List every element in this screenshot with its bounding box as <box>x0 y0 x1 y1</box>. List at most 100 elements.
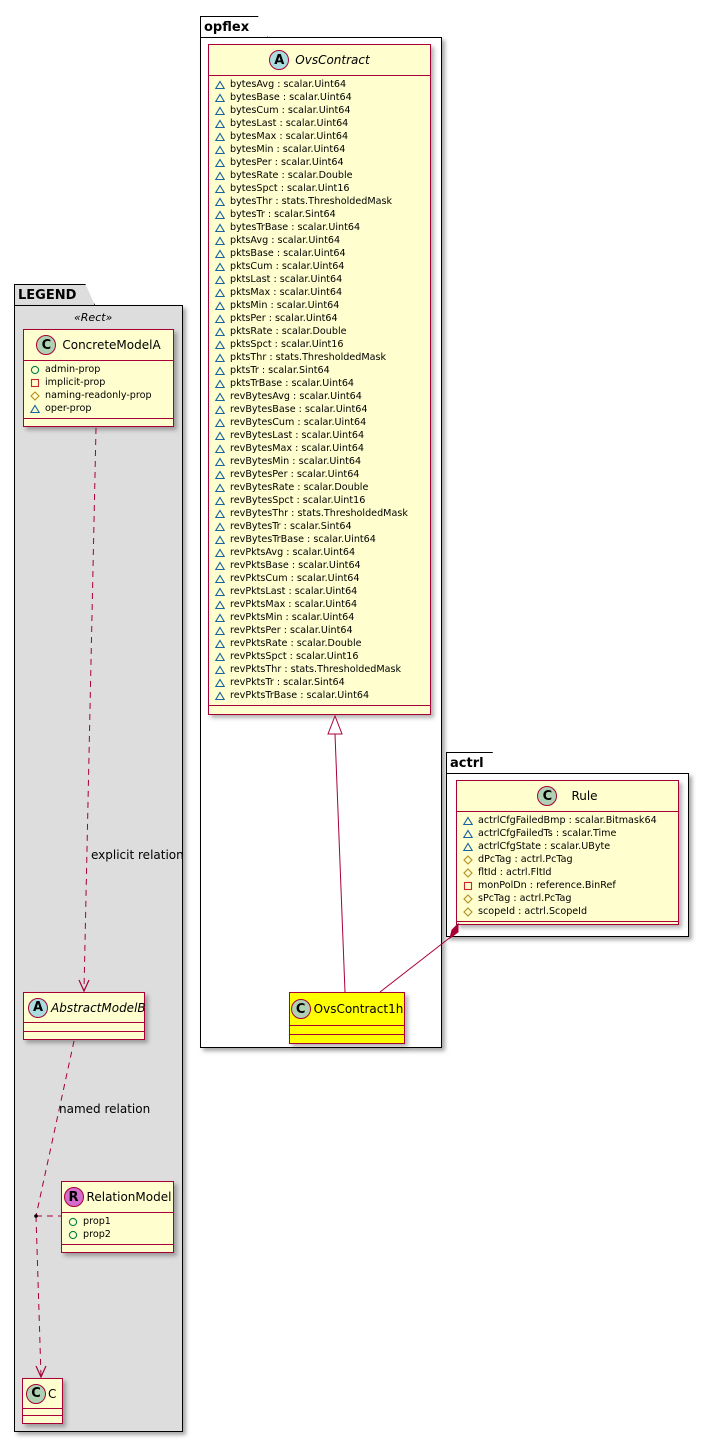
attribute-row: pktsTr : scalar.Sint64 <box>215 364 426 377</box>
attribute-text: revPktsAvg : scalar.Uint64 <box>230 547 356 558</box>
package-private-triangle-icon <box>215 351 227 364</box>
attribute-text: revBytesMax : scalar.Uint64 <box>230 443 364 454</box>
attribute-text: pktsBase : scalar.Uint64 <box>230 248 346 259</box>
attribute-text: bytesCum : scalar.Uint64 <box>230 105 351 116</box>
attribute-row: revBytesAvg : scalar.Uint64 <box>215 390 426 403</box>
attribute-text: monPolDn : reference.BinRef <box>478 880 616 891</box>
private-square-icon <box>30 376 42 389</box>
attribute-text: revBytesThr : stats.ThresholdedMask <box>230 508 408 519</box>
protected-diamond-icon <box>463 853 475 866</box>
protected-diamond-icon <box>30 389 42 402</box>
class-ovs-contract-1h[interactable]: C OvsContract1h <box>289 992 405 1044</box>
class-icon: C <box>537 786 558 806</box>
package-private-triangle-icon <box>215 78 227 91</box>
attribute-row: revBytesCum : scalar.Uint64 <box>215 416 426 429</box>
class-header: C Rule <box>457 781 678 812</box>
attribute-row: bytesSpct : scalar.Uint16 <box>215 182 426 195</box>
attribute-text: revPktsTrBase : scalar.Uint64 <box>230 690 370 701</box>
attribute-list: prop1 prop2 <box>62 1213 173 1245</box>
package-private-triangle-icon <box>215 221 227 234</box>
attribute-text: prop2 <box>83 1229 111 1240</box>
package-private-triangle-icon <box>463 840 475 853</box>
attribute-row: pktsBase : scalar.Uint64 <box>215 247 426 260</box>
attribute-text: bytesBase : scalar.Uint64 <box>230 92 352 103</box>
package-private-triangle-icon <box>215 195 227 208</box>
attribute-row: revPktsPer : scalar.Uint64 <box>215 624 426 637</box>
attribute-row: bytesLast : scalar.Uint64 <box>215 117 426 130</box>
class-name: AbstractModelB <box>51 1000 146 1015</box>
attribute-text: revBytesTrBase : scalar.Uint64 <box>230 534 376 545</box>
method-list <box>209 706 430 714</box>
relation-class-icon: R <box>63 1187 84 1207</box>
package-private-triangle-icon <box>463 814 475 827</box>
attribute-row: revPktsTr : scalar.Sint64 <box>215 676 426 689</box>
package-private-triangle-icon <box>215 559 227 572</box>
attribute-text: naming-readonly-prop <box>45 390 152 401</box>
package-tab: actrl <box>446 752 503 774</box>
public-circle-icon <box>68 1228 80 1241</box>
class-name: Rule <box>571 789 598 803</box>
attribute-row: revBytesLast : scalar.Uint64 <box>215 429 426 442</box>
attribute-row: bytesTrBase : scalar.Uint64 <box>215 221 426 234</box>
package-private-triangle-icon <box>215 637 227 650</box>
method-list <box>290 1035 404 1043</box>
class-name: OvsContract1h <box>313 1002 404 1016</box>
attribute-row: revPktsMax : scalar.Uint64 <box>215 598 426 611</box>
class-rule[interactable]: C Rule actrlCfgFailedBmp : scalar.Bitmas… <box>456 780 679 925</box>
attribute-text: bytesLast : scalar.Uint64 <box>230 118 349 129</box>
attribute-text: bytesTr : scalar.Sint64 <box>230 209 336 220</box>
class-abstract-model-b[interactable]: A AbstractModelB <box>23 992 146 1040</box>
attribute-text: prop1 <box>83 1216 111 1227</box>
attribute-row: revPktsThr : stats.ThresholdedMask <box>215 663 426 676</box>
class-icon: C <box>290 999 311 1019</box>
package-private-triangle-icon <box>215 585 227 598</box>
package-private-triangle-icon <box>30 402 42 415</box>
attribute-row: admin-prop <box>30 363 169 376</box>
method-list <box>457 922 678 930</box>
package-private-triangle-icon <box>215 104 227 117</box>
attribute-row: pktsSpct : scalar.Uint16 <box>215 338 426 351</box>
attribute-row: pktsCum : scalar.Uint64 <box>215 260 426 273</box>
method-list <box>62 1245 173 1253</box>
package-tab: opflex <box>200 16 268 38</box>
attribute-row: bytesTr : scalar.Sint64 <box>215 208 426 221</box>
attribute-text: actrlCfgFailedTs : scalar.Time <box>478 828 617 839</box>
attribute-text: bytesMin : scalar.Uint64 <box>230 144 346 155</box>
package-private-triangle-icon <box>215 91 227 104</box>
attribute-row: bytesMin : scalar.Uint64 <box>215 143 426 156</box>
class-header: A OvsContract <box>209 45 430 76</box>
attribute-text: revPktsRate : scalar.Double <box>230 638 362 649</box>
attribute-row: actrlCfgFailedBmp : scalar.Bitmask64 <box>463 814 674 827</box>
class-name: RelationModel <box>86 1190 172 1204</box>
attribute-text: revBytesTr : scalar.Sint64 <box>230 521 352 532</box>
attribute-row: revBytesSpct : scalar.Uint16 <box>215 494 426 507</box>
package-private-triangle-icon <box>215 130 227 143</box>
attribute-text: pktsTr : scalar.Sint64 <box>230 365 330 376</box>
package-private-triangle-icon <box>215 624 227 637</box>
attribute-row: revPktsSpct : scalar.Uint16 <box>215 650 426 663</box>
package-private-triangle-icon <box>215 117 227 130</box>
attribute-row: revPktsLast : scalar.Uint64 <box>215 585 426 598</box>
attribute-row: pktsPer : scalar.Uint64 <box>215 312 426 325</box>
attribute-row: pktsTrBase : scalar.Uint64 <box>215 377 426 390</box>
attribute-text: revBytesRate : scalar.Double <box>230 482 369 493</box>
attribute-row: bytesBase : scalar.Uint64 <box>215 91 426 104</box>
attribute-text: pktsPer : scalar.Uint64 <box>230 313 338 324</box>
attribute-text: bytesSpct : scalar.Uint16 <box>230 183 350 194</box>
protected-diamond-icon <box>463 866 475 879</box>
attribute-text: revBytesBase : scalar.Uint64 <box>230 404 368 415</box>
attribute-text: revPktsMin : scalar.Uint64 <box>230 612 355 623</box>
attribute-text: revBytesMin : scalar.Uint64 <box>230 456 362 467</box>
attribute-text: bytesRate : scalar.Double <box>230 170 353 181</box>
class-c[interactable]: C C <box>22 1378 63 1424</box>
attribute-text: pktsSpct : scalar.Uint16 <box>230 339 344 350</box>
package-private-triangle-icon <box>215 455 227 468</box>
package-private-triangle-icon <box>215 364 227 377</box>
package-private-triangle-icon <box>215 260 227 273</box>
class-relation-model[interactable]: R RelationModel prop1 prop2 <box>61 1181 174 1253</box>
class-header: C C <box>23 1379 62 1409</box>
package-private-triangle-icon <box>215 416 227 429</box>
